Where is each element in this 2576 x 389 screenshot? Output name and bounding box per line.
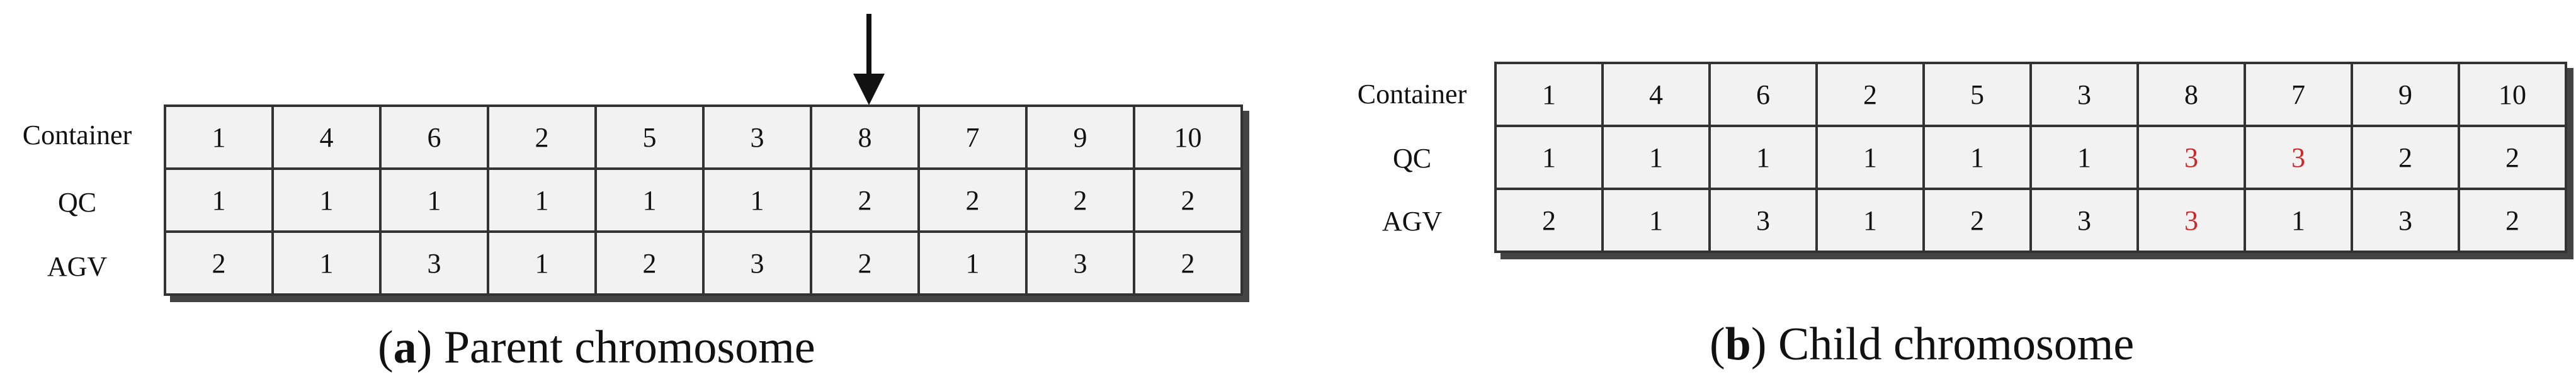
gene-cell: 2 [810,230,920,296]
gene-cell: 5 [1922,62,2032,127]
gene-cell: 1 [1922,125,2032,190]
gene-cell: 3 [2136,125,2246,190]
caption-a-letter: a [393,322,417,373]
row-label-container-b: Container [1357,79,1467,110]
gene-cell: 1 [1815,188,1925,253]
row-label-qc-b: QC [1392,143,1432,174]
gene-cell: 6 [379,104,489,170]
gene-cell: 3 [2029,62,2139,127]
gene-cell: 5 [594,104,705,170]
row-label-container: Container [22,120,132,150]
gene-cell: 7 [917,104,1028,170]
gene-cell: 1 [917,230,1028,296]
row-label-agv-b: AGV [1382,206,1443,237]
gene-cell: 8 [2136,62,2246,127]
gene-cell: 1 [487,167,597,233]
row-label-agv: AGV [47,251,108,282]
gene-cell: 1 [379,167,489,233]
gene-cell: 1 [164,104,274,170]
gene-cell: 1 [1601,125,1711,190]
gene-cell: 6 [1708,62,1818,127]
gene-cell: 10 [2458,62,2567,127]
gene-cell: 2 [917,167,1028,233]
gene-cell: 2 [1025,167,1135,233]
caption-a: (a) Parent chromosome [378,322,815,373]
gene-cell: 1 [164,167,274,233]
gene-cell: 1 [1601,188,1711,253]
caption-b: (b) Child chromosome [1710,319,2135,370]
gene-cell: 3 [702,230,812,296]
gene-cell: 1 [487,230,597,296]
gene-cell: 4 [1601,62,1711,127]
gene-cell: 2 [1133,230,1243,296]
gene-cell: 3 [702,104,812,170]
gene-cell: 1 [1494,62,1604,127]
gene-cell: 1 [2029,125,2139,190]
gene-cell: 1 [594,167,705,233]
gene-cell: 3 [379,230,489,296]
gene-cell: 3 [2351,188,2460,253]
caption-b-text: Child chromosome [1778,319,2135,370]
gene-cell: 2 [2351,125,2460,190]
gene-cell: 1 [2244,188,2353,253]
gene-cell: 2 [1494,188,1604,253]
gene-cell: 9 [1025,104,1135,170]
gene-cell: 2 [487,104,597,170]
gene-cell: 3 [2029,188,2139,253]
gene-cell: 1 [702,167,812,233]
row-label-qc: QC [57,187,97,218]
gene-cell: 2 [2458,188,2567,253]
gene-cell: 1 [1815,125,1925,190]
caption-b-letter: b [1725,319,1751,370]
gene-cell: 3 [2136,188,2246,253]
gene-cell: 2 [1133,167,1243,233]
gene-cell: 2 [594,230,705,296]
gene-cell: 9 [2351,62,2460,127]
gene-cell: 3 [2244,125,2353,190]
gene-cell: 8 [810,104,920,170]
gene-cell: 2 [2458,125,2567,190]
gene-cell: 2 [1815,62,1925,127]
gene-cell: 3 [1025,230,1135,296]
gene-cell: 10 [1133,104,1243,170]
gene-cell: 1 [271,230,382,296]
crossover-point-arrow [853,14,885,105]
gene-cell: 1 [1708,125,1818,190]
caption-a-text: Parent chromosome [443,322,815,373]
gene-cell: 1 [271,167,382,233]
gene-cell: 7 [2244,62,2353,127]
gene-cell: 1 [1494,125,1604,190]
gene-cell: 2 [164,230,274,296]
gene-cell: 3 [1708,188,1818,253]
gene-cell: 4 [271,104,382,170]
gene-cell: 2 [1922,188,2032,253]
gene-cell: 2 [810,167,920,233]
